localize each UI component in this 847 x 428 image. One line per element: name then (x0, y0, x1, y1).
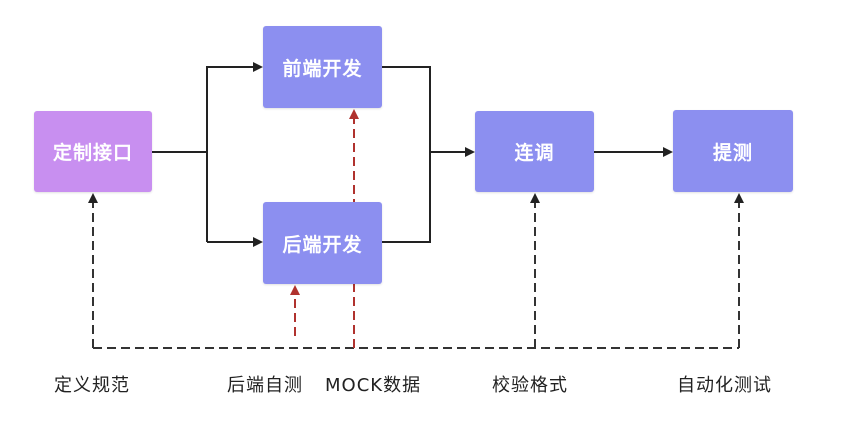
node-define-interface-label: 定制接口 (52, 142, 133, 164)
node-joint-debug: 连调 (475, 111, 594, 192)
node-define-interface: 定制接口 (34, 111, 152, 192)
label-backend-self-test: 后端自测 (227, 375, 303, 396)
node-submit-test: 提测 (673, 110, 793, 192)
node-backend-dev-label: 后端开发 (282, 233, 363, 256)
node-joint-debug-label: 连调 (514, 142, 555, 164)
node-frontend-dev-label: 前端开发 (282, 57, 363, 80)
node-backend-dev: 后端开发 (263, 202, 382, 284)
label-automated-test: 自动化测试 (677, 375, 772, 396)
label-mock-data: MOCK数据 (325, 375, 422, 396)
node-frontend-dev: 前端开发 (263, 26, 382, 108)
label-define-spec: 定义规范 (54, 375, 130, 396)
node-submit-test-label: 提测 (712, 141, 753, 164)
label-validate-format: 校验格式 (492, 375, 568, 396)
